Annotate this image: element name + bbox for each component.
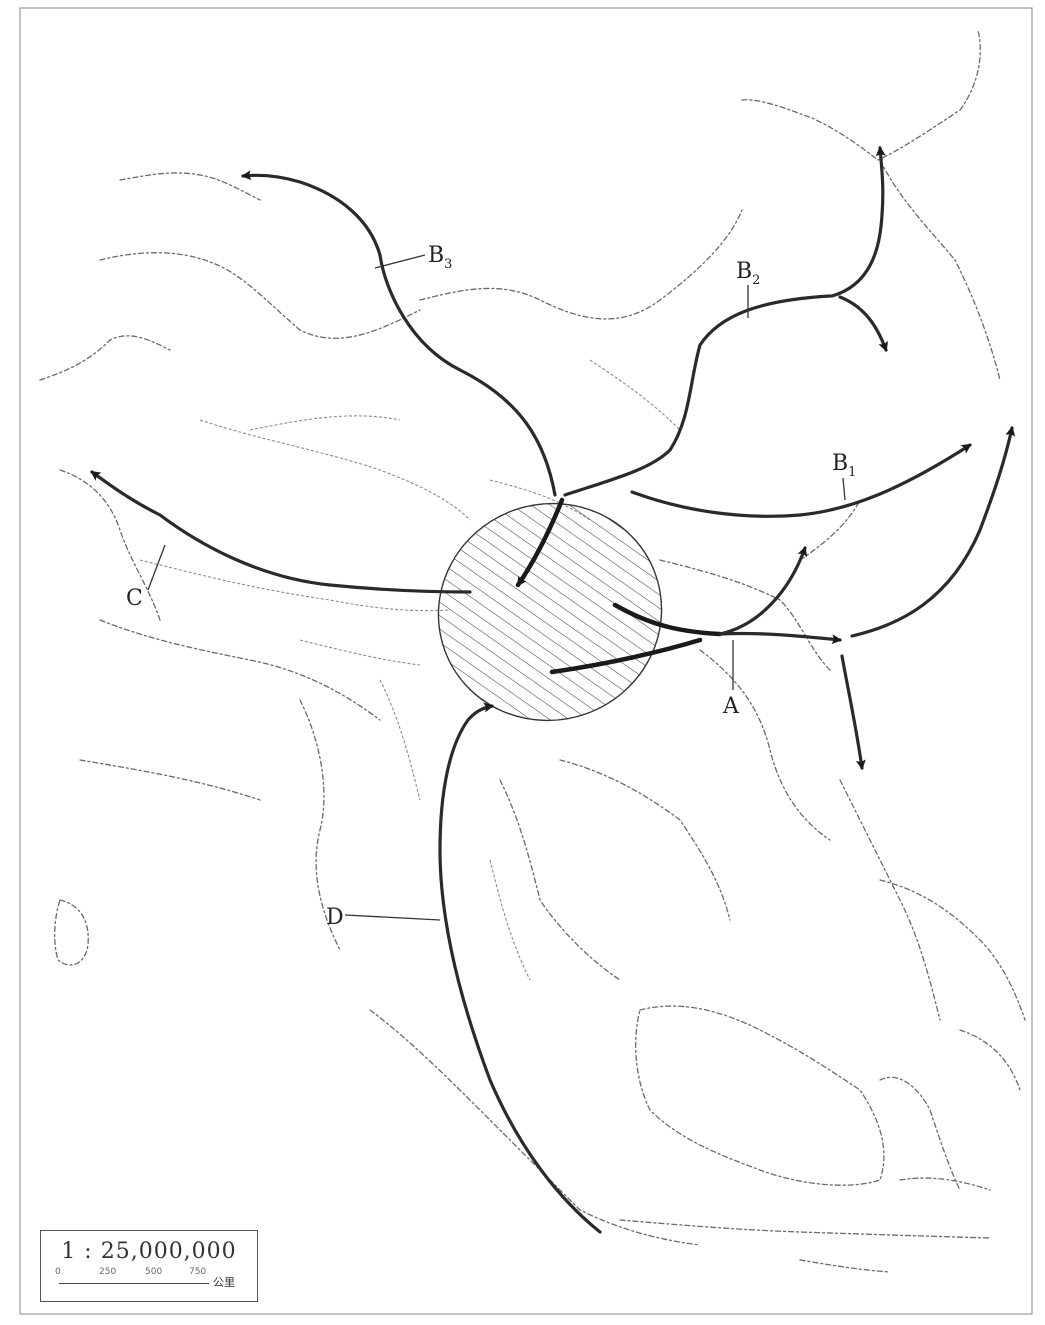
route-b3 [241,170,557,497]
migration-routes [90,146,1016,1234]
route-b2 [563,294,832,497]
route-a-stem [612,602,723,637]
label-a: A [722,694,740,719]
route-a-north [718,546,808,636]
map-border [19,7,1033,1315]
route-b2-east [838,295,888,352]
label-d: D [326,905,344,930]
scale-tick-750: 750 [189,1267,207,1277]
scale-tick-250: 250 [99,1267,117,1277]
scale-ratio: 1 : 25,000,000 [61,1239,237,1264]
label-b2-sub: 2 [752,273,760,288]
coastlines [39,29,1026,1273]
label-c: C [126,586,143,611]
route-b2-north [830,146,886,298]
scale-bar [59,1283,209,1284]
origin-region [437,502,663,722]
route-d [438,702,602,1234]
route-a-taiwan-south [840,654,866,770]
svg-text:B2: B2 [736,259,760,288]
svg-text:B1: B1 [832,451,856,480]
svg-text:B3: B3 [428,243,452,272]
leader-lines [147,254,846,921]
label-b3-sub: 3 [444,257,452,272]
rivers [139,359,681,981]
route-a-taiwan-north [850,426,1016,638]
label-b1: B [832,451,848,476]
route-labels: B3 B2 B1 A C D [126,243,856,930]
route-b1 [630,443,972,518]
route-a-east [718,631,842,645]
scale-unit: 公里 [213,1276,235,1289]
label-b2: B [736,259,752,284]
label-b1-sub: 1 [848,465,856,480]
scale-tick-0: 0 [55,1267,61,1277]
route-b3-branch-south [515,497,565,588]
route-c [90,470,472,594]
scale-legend: 1 : 25,000,000 0 250 500 750 公里 [40,1230,258,1302]
label-b3: B [428,243,444,268]
scale-tick-500: 500 [145,1267,163,1277]
route-a-inner [549,637,703,675]
